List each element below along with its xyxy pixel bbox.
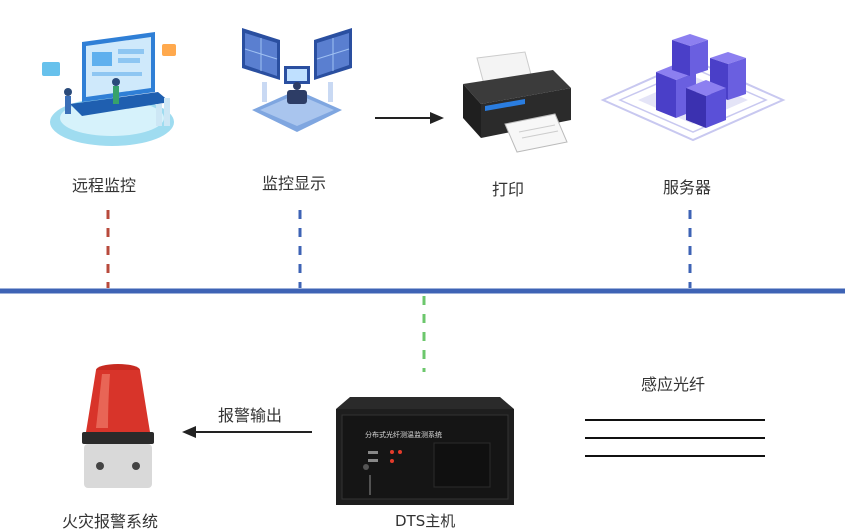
dts-host-label: DTS主机 [395,512,456,530]
alarm-output-arrowhead [182,426,196,438]
remote-monitoring-label: 远程监控 [72,176,137,195]
dts-host-device-icon [336,397,514,505]
print-label: 打印 [492,180,525,199]
server-label: 服务器 [663,178,712,197]
monitoring-display-label: 监控显示 [262,174,327,193]
monitoring-display-screens-icon [242,28,352,132]
fire-alarm-system-label: 火灾报警系统 [62,512,159,531]
server-stack-icon [600,34,786,142]
dts-host-panel-text: 分布式光纤测温监测系统 [365,431,442,439]
alarm-beacon-icon [82,364,154,488]
remote-monitoring-laptop-icon [42,32,176,146]
sensing-fiber-lines-icon [585,419,765,457]
display-to-printer-arrowhead [430,112,444,124]
printer-icon [463,51,571,153]
alarm-output-label: 报警输出 [218,406,283,425]
sensing-fiber-label: 感应光纤 [641,375,706,394]
